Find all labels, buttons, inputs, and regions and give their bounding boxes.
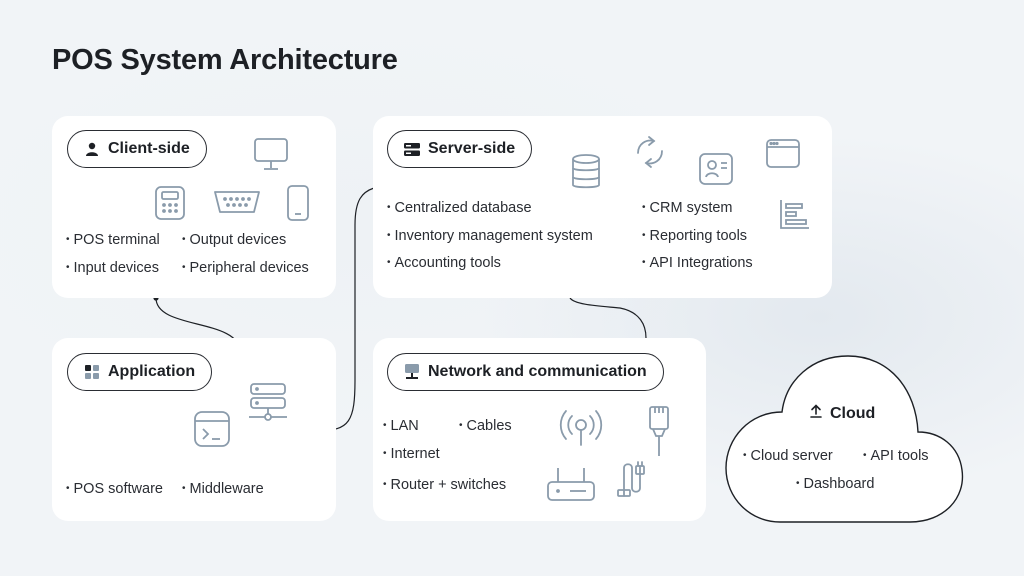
cloud-label: Cloud xyxy=(830,404,876,422)
server-side-card: Server-side Centralized database Invento… xyxy=(373,116,832,298)
apps-grid-icon xyxy=(84,364,100,380)
page-title: POS System Architecture xyxy=(52,44,398,76)
terminal-icon xyxy=(193,410,231,453)
wireless-signal-icon xyxy=(559,405,603,454)
router-icon xyxy=(546,465,596,510)
server-item: Accounting tools xyxy=(387,255,501,271)
server-side-pill: Server-side xyxy=(387,130,533,168)
cloud-item: API tools xyxy=(863,448,929,464)
network-card: Network and communication LAN Cables Int… xyxy=(373,338,706,521)
mobile-icon xyxy=(285,184,311,227)
network-item: Internet xyxy=(383,446,440,462)
application-card: Application POS software Middleware xyxy=(52,338,336,521)
server-rack-icon xyxy=(404,141,420,157)
browser-window-icon xyxy=(765,138,801,175)
application-label: Application xyxy=(108,363,196,380)
client-side-pill: Client-side xyxy=(67,130,207,168)
contact-card-icon xyxy=(698,152,734,191)
serial-port-icon xyxy=(212,188,262,221)
cloud-title: Cloud xyxy=(810,404,875,423)
client-item: Output devices xyxy=(182,232,287,248)
server-item: Reporting tools xyxy=(642,228,748,244)
database-icon xyxy=(570,153,602,196)
client-item: POS terminal xyxy=(66,232,160,248)
server-side-label: Server-side xyxy=(428,140,516,157)
upload-icon xyxy=(810,404,822,423)
cloud-item: Dashboard xyxy=(796,476,875,492)
network-item: Cables xyxy=(459,418,512,434)
network-label: Network and communication xyxy=(428,363,647,380)
network-item: LAN xyxy=(383,418,419,434)
server-item: Inventory management system xyxy=(387,228,593,244)
application-item: Middleware xyxy=(182,481,264,497)
network-pill: Network and communication xyxy=(387,353,664,391)
server-stack-icon xyxy=(247,382,289,429)
ethernet-cable-icon xyxy=(645,404,673,463)
application-pill: Application xyxy=(67,353,213,391)
server-item: API Integrations xyxy=(642,255,753,271)
cloud-item: Cloud server xyxy=(743,448,833,464)
server-item: CRM system xyxy=(642,200,733,216)
application-item: POS software xyxy=(66,481,163,497)
network-item: Router + switches xyxy=(383,477,507,493)
client-side-label: Client-side xyxy=(108,140,190,157)
server-item: Centralized database xyxy=(387,200,532,216)
monitor-icon xyxy=(252,136,290,177)
calculator-icon xyxy=(154,185,186,226)
client-side-card: Client-side POS terminal Output devices … xyxy=(52,116,336,298)
cloud-shape xyxy=(725,355,964,523)
user-icon xyxy=(84,141,100,157)
power-plug-icon xyxy=(616,460,660,505)
bar-chart-icon xyxy=(778,197,812,236)
client-item: Peripheral devices xyxy=(182,260,309,276)
client-item: Input devices xyxy=(66,260,159,276)
network-icon xyxy=(404,364,420,380)
sync-icon xyxy=(631,135,669,174)
